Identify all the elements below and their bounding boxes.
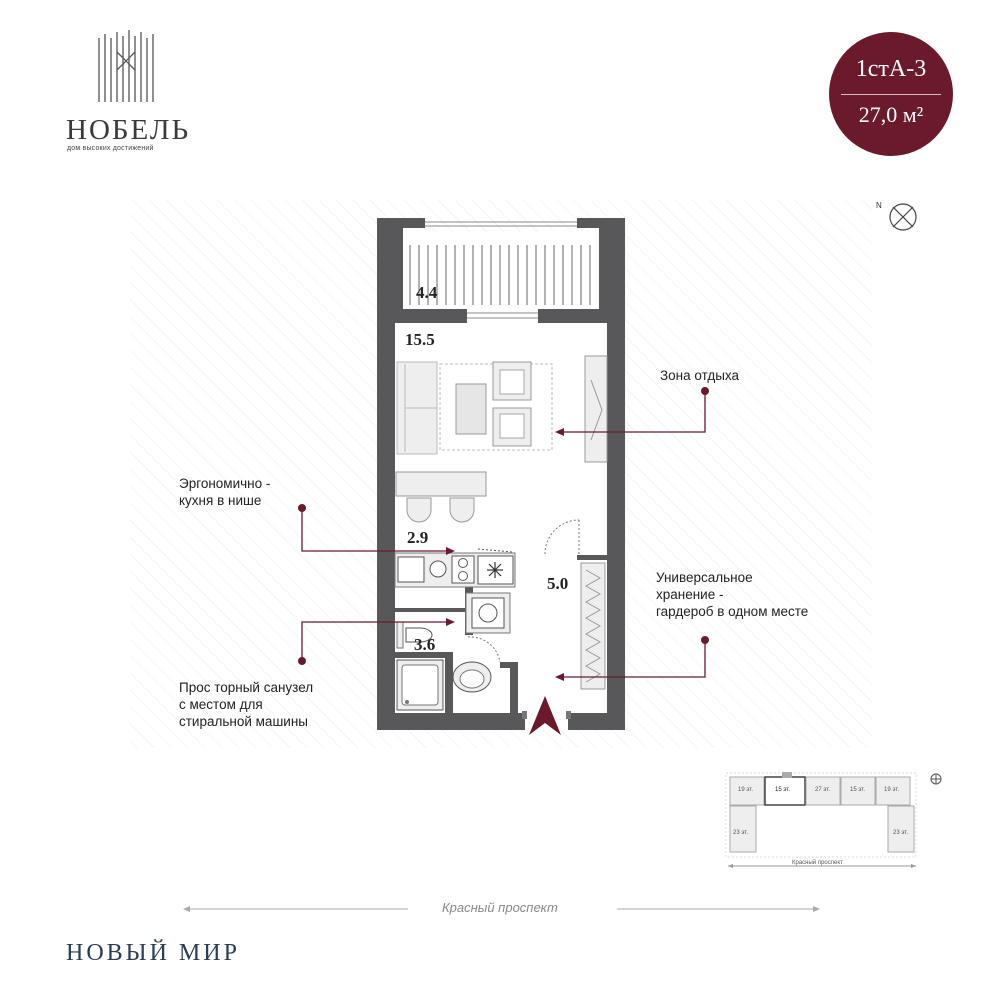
cooktop-icon [451,555,475,584]
callout-kitchen-line: кухня в нише [179,493,262,508]
callout-kitchen-line: Эргономично - [179,476,271,491]
walls [377,218,625,730]
compass-label: N [876,201,882,210]
sink-icon [397,556,425,583]
room-area-balcony: 4.4 [416,283,438,302]
callout-storage: Универсальное хранение - гардероб в одно… [656,569,808,620]
keyplan-floor-label: 19 эт. [738,787,754,793]
callout-rest-zone: Зона отдыха [660,368,740,383]
callout-storage-line: гардероб в одном месте [656,604,809,619]
apartment-code: 1стА-3 [855,56,927,82]
apartment-area: 27,0 м² [858,102,924,127]
bar-counter [395,471,487,497]
keyplan-floor-label-current: 15 эт. [775,787,791,793]
callout-bathroom-line: стиральной машины [179,714,308,729]
keyplan-floor-label: 23 эт. [893,830,909,836]
coffee-table [455,383,487,435]
callout-lines [301,392,706,678]
apartment-badge: 1стА-3 27,0 м² [829,32,953,156]
callout-storage-line: хранение - [656,587,724,602]
wardrobe [584,355,608,463]
toilet-icon [405,627,433,643]
callout-kitchen: Эргономично - кухня в нише [179,475,270,509]
room-area-kitchen: 2.9 [407,528,429,547]
fridge-icon [477,555,514,585]
callout-markers [298,387,709,681]
room-area-living: 15.5 [405,330,435,349]
door-swing [467,636,501,663]
balcony-deck [409,245,591,305]
street-label: Красный проспект [442,900,558,915]
callout-storage-line: Универсальное [656,570,753,585]
logo-tagline: дом высоких достижений [67,145,154,152]
callout-bathroom-line: с местом для [179,697,263,712]
windows [425,221,577,319]
entrance-arrow-icon [529,696,561,735]
keyplan-floor-label: 19 эт. [884,787,900,793]
bar-stool [406,497,432,523]
keyplan-diagram [725,772,917,868]
badge-divider [841,94,941,95]
door-swing [544,519,580,555]
callout-bathroom: Прос торный санузел с местом для стираль… [179,679,313,730]
footer-project-name: НОВЫЙ МИР [66,940,240,966]
keyplan-floor-label: 15 эт. [850,787,866,793]
room-area-hall: 5.0 [547,574,569,593]
compass-icon [889,203,917,231]
keyplan-floor-label: 23 эт. [733,830,749,836]
keyplan-street-label: Красный проспект [792,860,843,866]
callout-bathroom-line: Прос торный санузел [179,680,314,695]
logo-name: НОБЕЛЬ [66,114,191,146]
keyplan-floor-label: 27 эт. [815,787,831,793]
room-area-bathroom: 3.6 [414,635,436,654]
bar-stool [449,497,475,523]
logo-mark-icon [98,30,154,102]
